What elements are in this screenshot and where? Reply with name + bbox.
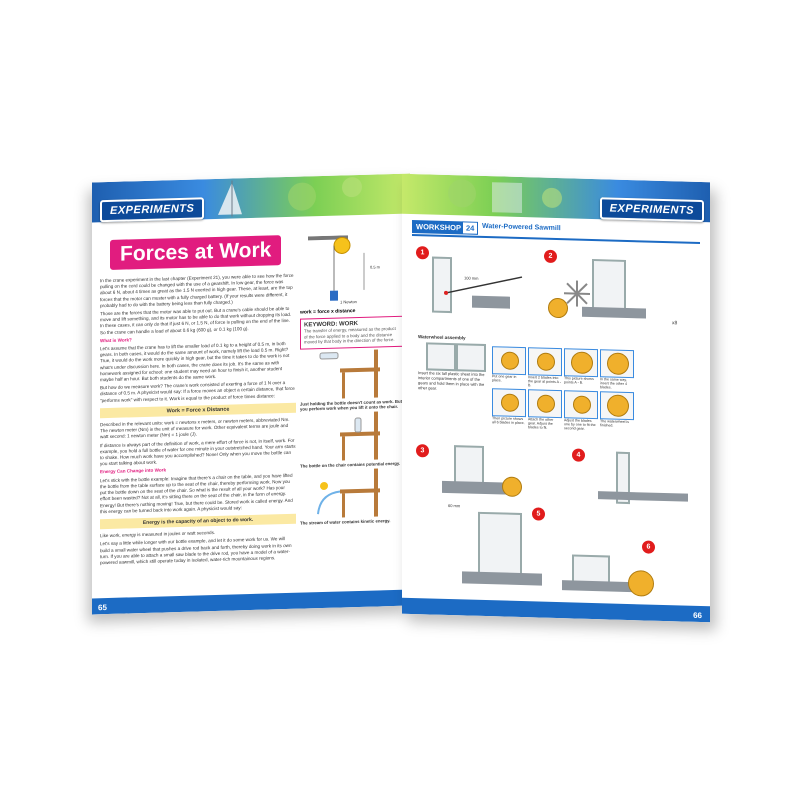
- dimension-label: 100 mm: [464, 275, 479, 281]
- step-6-marker: 6: [642, 540, 655, 554]
- cell-caption: Put one gear in place.: [492, 374, 517, 383]
- gear-wheel: [607, 394, 629, 418]
- step-4-marker: 4: [572, 448, 585, 462]
- header-banner: [402, 173, 710, 223]
- banner-illustration: [218, 177, 362, 217]
- sidebar: 0.5 m 1 Newton work = force x distance K…: [300, 234, 404, 527]
- page-number: 66: [693, 610, 702, 621]
- page-number: 65: [98, 603, 107, 613]
- step-5-marker: 5: [532, 507, 545, 521]
- assembly-steps-grid: Put one gear in place. Insert 2 blades i…: [492, 346, 702, 431]
- left-page: EXPERIMENTS Forces at Work In the crane …: [92, 173, 410, 615]
- cell-caption: Then picture shows all 6 blades in place…: [492, 416, 525, 426]
- cell-caption: This picture shows points A - B.: [564, 376, 594, 385]
- experiments-badge: EXPERIMENTS: [100, 197, 205, 223]
- banner-illustration: [448, 179, 562, 214]
- energy-definition-box: Energy is the capacity of an object to d…: [100, 513, 296, 530]
- header-banner: [92, 173, 410, 223]
- paragraph: But how do we measure work? The crane's …: [100, 380, 295, 403]
- gear-wheel: [573, 395, 591, 414]
- drive-rod: [598, 491, 688, 502]
- cell-caption: Attach the other gear. Adjust the blades…: [528, 417, 554, 431]
- sheet-part: [456, 343, 486, 373]
- sheet-part: [426, 342, 456, 372]
- step-1-marker: 1: [416, 246, 429, 260]
- waterwheel-text: Insert the six tall plastic sheet into t…: [418, 370, 485, 391]
- gear-wheel: [628, 570, 654, 597]
- cell-caption: Adjust the blades one by one to fit the …: [564, 418, 596, 432]
- page-title: Forces at Work: [110, 235, 282, 270]
- assembly-cell: [600, 349, 634, 379]
- work-formula: work = force x distance: [300, 308, 356, 316]
- dimension-label: 60 mm: [448, 502, 461, 509]
- step-3-marker: 3: [416, 444, 429, 458]
- assembly-cell: [528, 347, 562, 377]
- assembly-cell: [528, 389, 562, 419]
- cell-caption: Insert 2 blades into the gear at points …: [528, 375, 561, 388]
- workshop-number: 24: [462, 221, 479, 235]
- assembly-cell: [564, 348, 598, 378]
- chair-illustration-2: [300, 409, 404, 464]
- right-page: EXPERIMENTS WORKSHOP 24 Water-Powered Sa…: [402, 173, 710, 623]
- page-footer-bar: 66: [402, 597, 710, 623]
- paragraph: Let's assume that the crane has to lift …: [100, 341, 290, 383]
- keyword-text: The transfer of energy, measured as the …: [304, 325, 396, 345]
- force-label: 1 Newton: [340, 299, 357, 305]
- workshop-label: WORKSHOP: [412, 219, 465, 235]
- cell-caption: In the same way, insert the other 4 blad…: [600, 377, 627, 390]
- gear-wheel: [501, 393, 519, 412]
- body-text: In the crane experiment in the last chap…: [100, 273, 296, 569]
- gear-wheel: [501, 351, 519, 370]
- gear-wheel: [502, 476, 522, 498]
- step-2-marker: 2: [544, 249, 557, 264]
- paragraph: Those are the forces that the motor was …: [100, 305, 292, 335]
- frame-part: [478, 511, 522, 582]
- gear-wheel: [537, 394, 555, 413]
- formula-box: Work = Force x Distance: [100, 402, 296, 419]
- axle-diagram: [444, 276, 523, 295]
- waterwheel-heading: Waterwheel assembly: [418, 334, 466, 341]
- page-footer-bar: 65: [92, 589, 410, 615]
- assembly-cell: [564, 390, 598, 420]
- intro-paragraph: In the crane experiment in the last chap…: [100, 272, 294, 309]
- gear-wheel: [607, 352, 629, 376]
- pulley-illustration: 0.5 m 1 Newton: [300, 234, 404, 307]
- experiments-badge: EXPERIMENTS: [599, 197, 704, 223]
- paragraph: Let's say a little while longer with our…: [100, 536, 292, 566]
- assembly-cell: [600, 391, 634, 421]
- workshop-title: Water-Powered Sawmill: [482, 222, 561, 233]
- assembly-cell: [492, 346, 526, 376]
- chair-illustration-1: [300, 346, 404, 401]
- gear-wheel: [537, 352, 555, 371]
- height-label: 0.5 m: [370, 264, 381, 270]
- count-label: x8: [672, 320, 678, 327]
- base-plate: [462, 571, 542, 586]
- gear-wheel: [571, 351, 593, 375]
- cell-caption: The waterwheel is finished.: [600, 419, 629, 428]
- blade-icon: [564, 280, 590, 307]
- assembly-cell: [492, 388, 526, 418]
- chair-illustration-3: [300, 466, 404, 521]
- keyword-box: KEYWORD: WORK The transfer of energy, me…: [300, 315, 404, 350]
- paragraph: If distance is always part of the defini…: [100, 437, 296, 467]
- workshop-header: WORKSHOP 24 Water-Powered Sawmill: [412, 219, 700, 245]
- paragraph: Let's stick with the bottle example: Ima…: [100, 472, 293, 514]
